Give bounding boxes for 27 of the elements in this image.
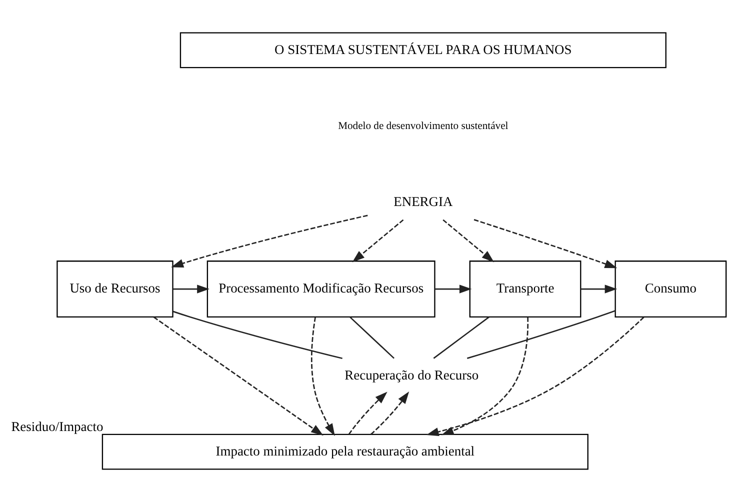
node-text: Recuperação do Recurso bbox=[344, 367, 479, 382]
arrow bbox=[172, 284, 210, 294]
node-box: Impacto minimizado pela restauração ambiental bbox=[102, 434, 588, 470]
arrow bbox=[434, 284, 472, 294]
connector bbox=[433, 316, 490, 359]
arrow bbox=[441, 317, 529, 436]
arrow bbox=[171, 214, 368, 268]
node-box: Transporte bbox=[469, 260, 582, 318]
arrow bbox=[474, 219, 618, 268]
node-box: Consumo bbox=[614, 260, 727, 318]
connector bbox=[350, 316, 394, 359]
node-text: ENERGIA bbox=[394, 194, 453, 209]
arrow bbox=[370, 392, 410, 435]
node-box: Uso de Recursos bbox=[56, 260, 174, 318]
connector bbox=[466, 310, 616, 359]
arrow bbox=[310, 316, 335, 436]
arrow bbox=[348, 392, 388, 435]
connector bbox=[172, 310, 342, 360]
node-label: Residuo/Impacto bbox=[11, 418, 104, 434]
arrow bbox=[153, 316, 324, 436]
arrow bbox=[442, 219, 494, 262]
node-box: O SISTEMA SUSTENTÁVEL PARA OS HUMANOS bbox=[180, 32, 666, 68]
arrow bbox=[426, 316, 644, 436]
arrow bbox=[580, 284, 618, 294]
label: Modelo de desenvolvimento sustentável bbox=[338, 120, 508, 132]
arrow bbox=[352, 219, 404, 262]
node-box: Processamento Modificação Recursos bbox=[206, 260, 436, 318]
